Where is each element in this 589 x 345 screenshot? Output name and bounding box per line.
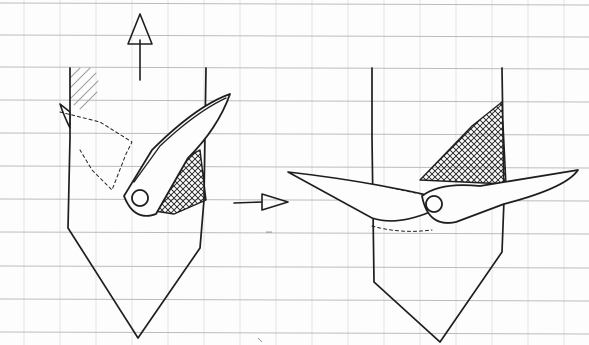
right-pivot-pin <box>426 196 442 212</box>
left-pivot-pin <box>132 190 148 206</box>
